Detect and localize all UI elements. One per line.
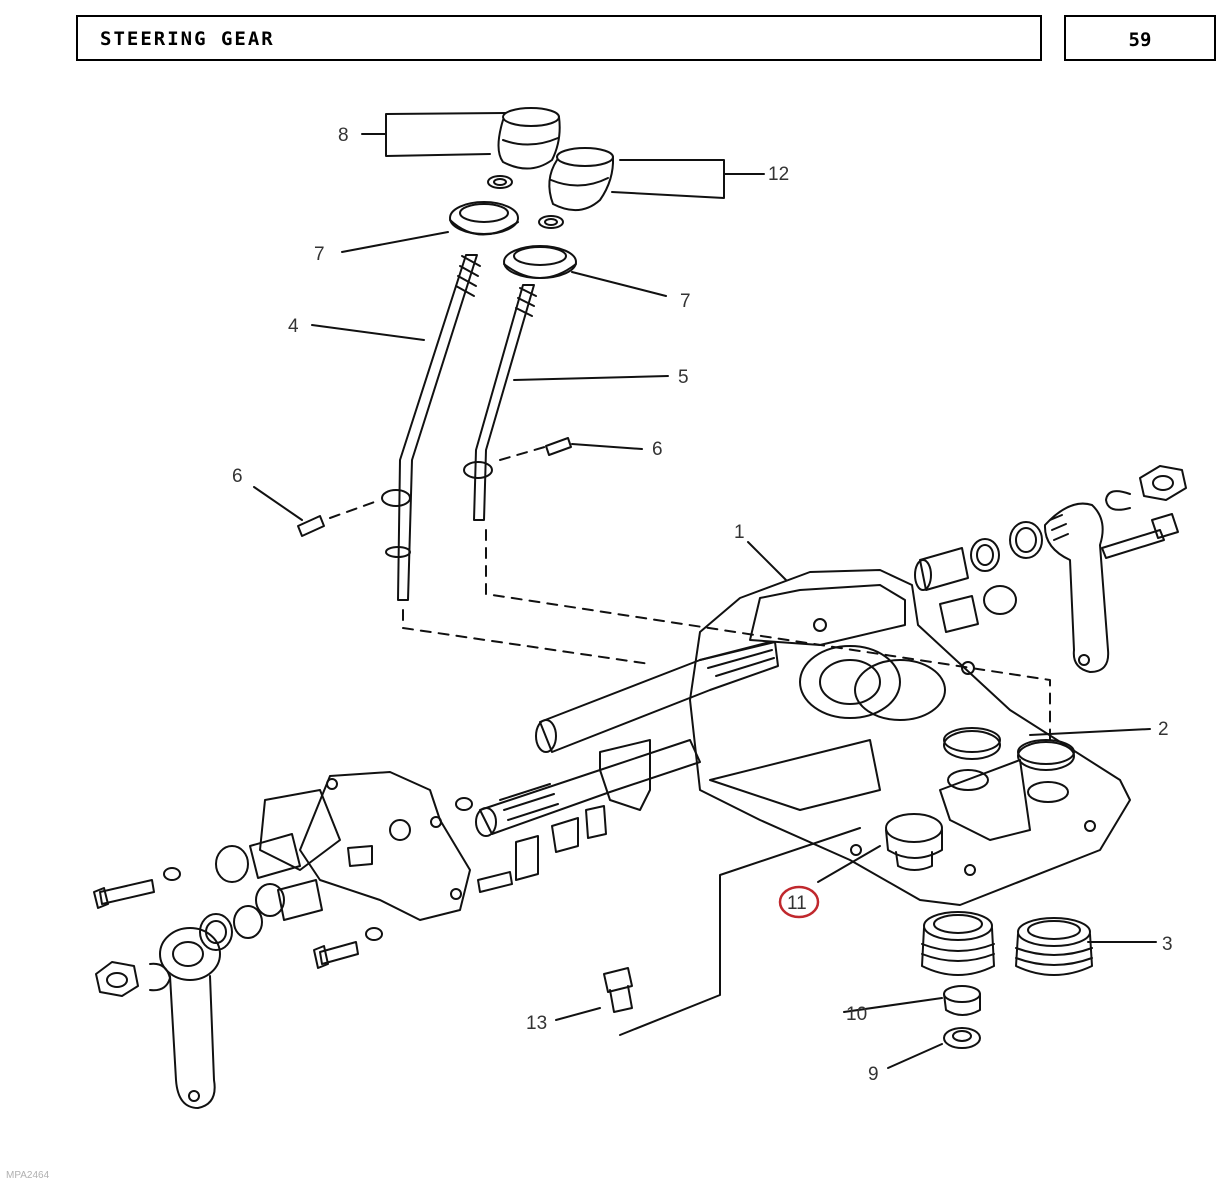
callout-7-left: 7 [314,244,325,265]
dust-boot-7-left [449,201,519,236]
plug-10 [943,985,981,1016]
ring-2 [943,727,1075,765]
circlip-right [1105,490,1131,511]
callout-9: 9 [868,1064,879,1085]
callout-7-right: 7 [680,291,691,312]
ball-joint-cup-12 [548,147,615,211]
callout-1: 1 [734,522,745,543]
callout-8: 8 [338,125,349,146]
bolt-13 [603,967,633,1013]
seal-3-right [1015,917,1093,976]
title-box: STEERING GEAR [76,15,1042,61]
side-cover [259,771,471,921]
dash-line-bolt [619,827,861,1036]
callout-13: 13 [526,1013,547,1034]
nut-right [1139,465,1187,501]
seal-3-left [921,911,995,976]
bolt-right [1101,513,1179,559]
pin-6-left [297,515,325,537]
drag-link-4 [381,254,481,601]
ball-joint-cup-8 [497,107,561,170]
small-ring [487,175,564,229]
callout-12: 12 [768,164,789,185]
callout-4: 4 [288,316,299,337]
filler-plug-11 [885,813,943,871]
rocker-shaft-lower [475,739,701,837]
callout-11-highlight [778,885,820,919]
drawing-reference: MPA2464 [6,1170,50,1181]
small-bolts-left [93,797,513,969]
dust-boot-7-right [503,245,577,279]
callout-5: 5 [678,367,689,388]
bushes-left [199,833,323,951]
callout-11: 11 [787,893,807,914]
dash-line-links [329,445,1051,746]
steering-arm-left [159,927,221,1109]
pin-6-right [545,437,572,456]
callout-3: 3 [1162,934,1173,955]
nut-left [95,961,139,997]
steering-arm-right [1043,502,1110,673]
callout-2: 2 [1158,719,1169,740]
circlip-left [149,962,171,992]
callout-labels: 8 12 7 7 4 5 6 6 1 2 3 11 13 10 9 [232,125,1173,1085]
bushes-right [914,521,1043,633]
lock-plates [515,805,607,881]
rocker-shaft-upper [535,641,779,753]
page-number: 59 [1128,29,1152,51]
page-title: STEERING GEAR [100,28,275,50]
leader-lines [253,112,1157,1069]
callout-10: 10 [846,1004,867,1025]
page-number-box: 59 [1064,15,1216,61]
steering-housing-1 [689,569,1131,906]
callout-6-right: 6 [652,439,663,460]
drag-link-5 [463,284,537,521]
callout-6-left: 6 [232,466,243,487]
washer-9 [943,1027,981,1049]
